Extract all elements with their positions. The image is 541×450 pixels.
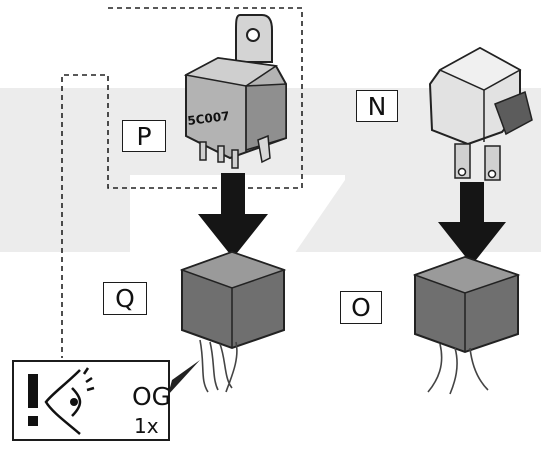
note-icons [28,367,95,435]
relay-n [428,46,533,181]
note-code: OG [132,382,172,411]
socket-o [412,255,521,395]
socket-q [179,250,287,393]
note-pointer [168,360,200,395]
label-n: N [356,90,398,122]
relay-marking: 5C007 [187,109,231,128]
arrow-down-p-to-q [198,173,268,258]
exclamation-icon [28,374,38,426]
eye-icon [44,367,95,435]
selection-frame [61,7,303,358]
label-p: P [122,120,166,152]
label-q: Q [103,282,147,315]
relay-p: 5C007 [183,14,287,169]
note-quantity: 1x [134,414,159,438]
arrow-down-n-to-o [438,182,506,265]
label-o: O [340,291,382,324]
inspection-note: OG 1x [12,360,172,441]
